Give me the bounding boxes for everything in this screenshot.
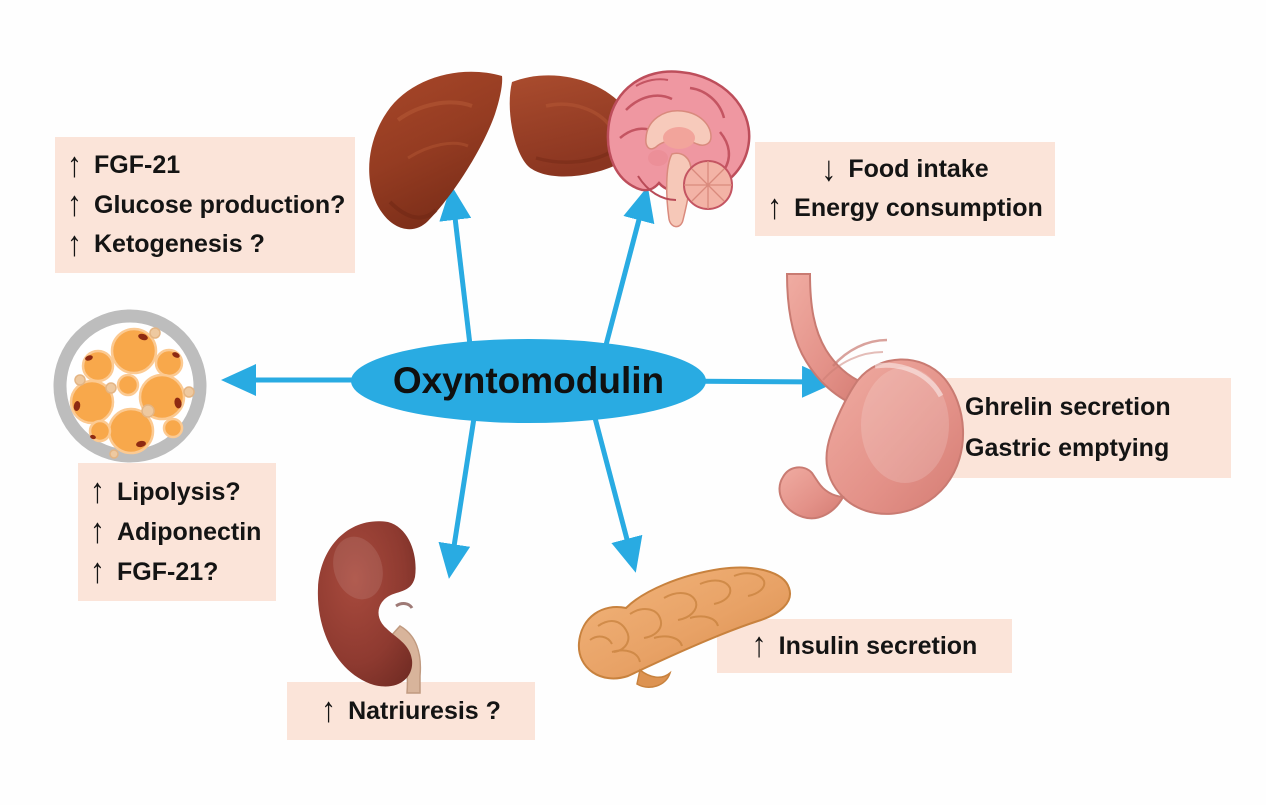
effect-row: ↓ Ghrelin secretion xyxy=(938,389,1219,424)
effect-row: ↑ Adiponectin xyxy=(90,511,264,551)
effect-row: ↑ Energy consumption xyxy=(767,188,1043,228)
brain-icon xyxy=(606,70,751,228)
pancreas-icon xyxy=(577,566,791,688)
effect-label: Insulin secretion xyxy=(778,631,978,660)
adipose-tissue-icon xyxy=(53,309,207,463)
effect-row: ↓ Food intake xyxy=(767,149,1043,189)
effect-label: Food intake xyxy=(848,155,989,184)
down-arrow-icon: ↓ xyxy=(821,149,837,189)
arrow-center-to-pancreas xyxy=(592,417,643,573)
effect-label: Ghrelin secretion xyxy=(965,393,1171,422)
up-arrow-icon: ↑ xyxy=(67,145,82,185)
up-arrow-icon: ↑ xyxy=(90,511,105,551)
up-arrow-icon: ↑ xyxy=(767,188,783,228)
effect-label: Energy consumption xyxy=(794,193,1043,222)
effect-row: ↑ Lipolysis? xyxy=(90,471,264,511)
effect-row: ↑ FGF-21? xyxy=(90,551,264,591)
stomach-effects-box: ↓ Ghrelin secretion ↓ Gastric emptying xyxy=(926,378,1231,478)
up-arrow-icon: ↑ xyxy=(751,625,767,665)
kidney-icon xyxy=(317,521,422,694)
up-arrow-icon: ↑ xyxy=(90,471,105,511)
up-arrow-icon: ↑ xyxy=(90,551,105,591)
effect-row: ↑ Insulin secretion xyxy=(729,625,1000,665)
up-arrow-icon: ↑ xyxy=(321,690,337,730)
effect-label: Natriuresis ? xyxy=(348,696,501,725)
effect-row: ↑ Glucose production? xyxy=(67,184,346,224)
effect-label: Gastric emptying xyxy=(965,433,1170,462)
effect-row: ↑ Natriuresis ? xyxy=(299,690,523,730)
oxyntomodulin-hub: Oxyntomodulin xyxy=(351,339,706,423)
adipose-effects-box: ↑ Lipolysis? ↑ Adiponectin ↑ FGF-21? xyxy=(78,463,276,601)
up-arrow-icon: ↑ xyxy=(67,184,82,224)
liver-effects-box: ↑ FGF-21 ↑ Glucose production? ↑ Ketogen… xyxy=(55,137,355,273)
effect-label: Ketogenesis ? xyxy=(94,230,265,258)
up-arrow-icon: ↑ xyxy=(67,224,82,264)
brain-effects-box: ↓ Food intake ↑ Energy consumption xyxy=(755,142,1055,236)
hub-title: Oxyntomodulin xyxy=(392,360,665,401)
effect-label: Adiponectin xyxy=(117,517,262,546)
liver-icon xyxy=(369,71,638,230)
effect-label: Glucose production? xyxy=(94,190,346,219)
effect-row: ↓ Gastric emptying xyxy=(938,430,1219,465)
stomach-icon xyxy=(778,273,964,520)
effect-label: FGF-21 xyxy=(94,151,181,179)
effect-label: FGF-21? xyxy=(117,557,219,586)
effect-row: ↑ Ketogenesis ? xyxy=(67,224,343,264)
pancreas-effects-box: ↑ Insulin secretion xyxy=(717,619,1012,673)
effect-label: Lipolysis? xyxy=(117,477,241,506)
effect-row: ↑ FGF-21 xyxy=(67,145,343,185)
